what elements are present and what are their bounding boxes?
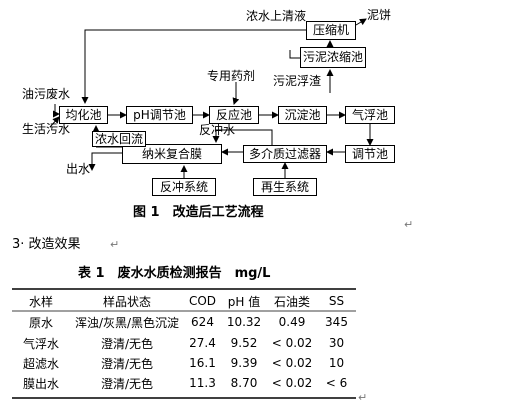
unit-multimedia-filter: 多介质过滤器 [243,145,327,163]
unit-reaction-tank: 反应池 [209,106,259,124]
table-row: 超滤水 澄清/无色 16.1 9.39 < 0.02 10 [12,353,356,373]
unit-filter-press: 压缩机 [306,21,356,40]
output-effluent: 出水 [66,162,91,176]
cell-state: 浑浊/灰黑/黑色沉淀 [74,315,180,330]
cell-petroleum: < 0.02 [271,376,313,390]
cell-state: 澄清/无色 [100,336,154,351]
cell-sample: 原水 [28,315,53,330]
cell-ph: 9.52 [230,336,258,350]
unit-regeneration-system: 再生系统 [253,178,317,196]
output-sludge-cake: 泥饼 [367,8,392,22]
unit-sludge-thickener: 污泥浓缩池 [300,47,366,68]
cell-sample: 气浮水 [22,336,59,351]
cell-ph: 9.39 [230,356,258,370]
header-ph: pH 值 [227,294,261,309]
cell-sample: 膜出水 [22,376,59,391]
cell-ss: 10 [328,356,345,370]
cell-ss: < 6 [325,376,348,390]
cell-state: 澄清/无色 [100,376,154,391]
unit-sedimentation-tank: 沉淀池 [278,106,327,124]
cell-petroleum: 0.49 [278,315,306,329]
table-row: 膜出水 澄清/无色 11.3 8.70 < 0.02 < 6 [12,373,356,393]
cell-ph: 8.70 [230,376,258,390]
cell-ss: 345 [325,315,348,329]
header-ss: SS [328,294,345,308]
unit-flotation-tank: 气浮池 [345,106,395,124]
header-state: 样品状态 [102,294,151,309]
unit-ph-adjust-tank: pH调节池 [126,106,193,124]
input-oily-wastewater: 油污废水 [22,87,71,101]
cell-petroleum: < 0.02 [271,336,313,350]
unit-regulating-tank: 调节池 [345,145,395,163]
output-concentrate-supernatant: 浓水上清液 [246,9,307,23]
return-mark: ↵ [110,238,120,251]
input-domestic-sewage: 生活污水 [22,122,71,136]
header-petroleum: 石油类 [273,294,310,309]
table-row: 气浮水 澄清/无色 27.4 9.52 < 0.02 30 [12,333,356,353]
table-row: 原水 浑浊/灰黑/黑色沉淀 624 10.32 0.49 345 [12,311,356,333]
header-sample: 水样 [28,294,53,309]
unit-backwash-system: 反冲系统 [152,178,216,196]
figure-caption: 图 1 改造后工艺流程 [133,205,264,220]
cell-ss: 30 [328,336,345,350]
annotation-backwash-water: 反冲水 [199,123,236,137]
header-cod: COD [188,294,217,308]
cell-cod: 624 [191,315,214,329]
annotation-sludge-scum: 污泥浮渣 [273,74,322,88]
annotation-concentrate-return: 浓水回流 [92,131,146,147]
table-caption: 表 1 废水水质检测报告 mg/L [78,266,271,281]
cell-sample: 超滤水 [22,356,59,371]
annotation-chemical-agent: 专用药剂 [207,69,256,83]
unit-nano-composite-membrane: 纳米复合膜 [122,144,222,164]
cell-state: 澄清/无色 [100,356,154,371]
return-mark: ↵ [404,218,414,231]
table-header-row: 水样 样品状态 COD pH 值 石油类 SS [12,291,356,311]
cell-cod: 11.3 [189,376,216,390]
cell-ph: 10.32 [226,315,262,329]
cell-cod: 16.1 [189,356,216,370]
water-quality-table: 水样 样品状态 COD pH 值 石油类 SS 原水 浑浊/灰黑/黑色沉淀 62… [12,291,356,393]
unit-equalization-tank: 均化池 [59,106,108,124]
section-heading: 3· 改造效果 [12,237,81,252]
cell-cod: 27.4 [189,336,216,350]
return-mark: ↵ [358,391,368,404]
cell-petroleum: < 0.02 [271,356,313,370]
